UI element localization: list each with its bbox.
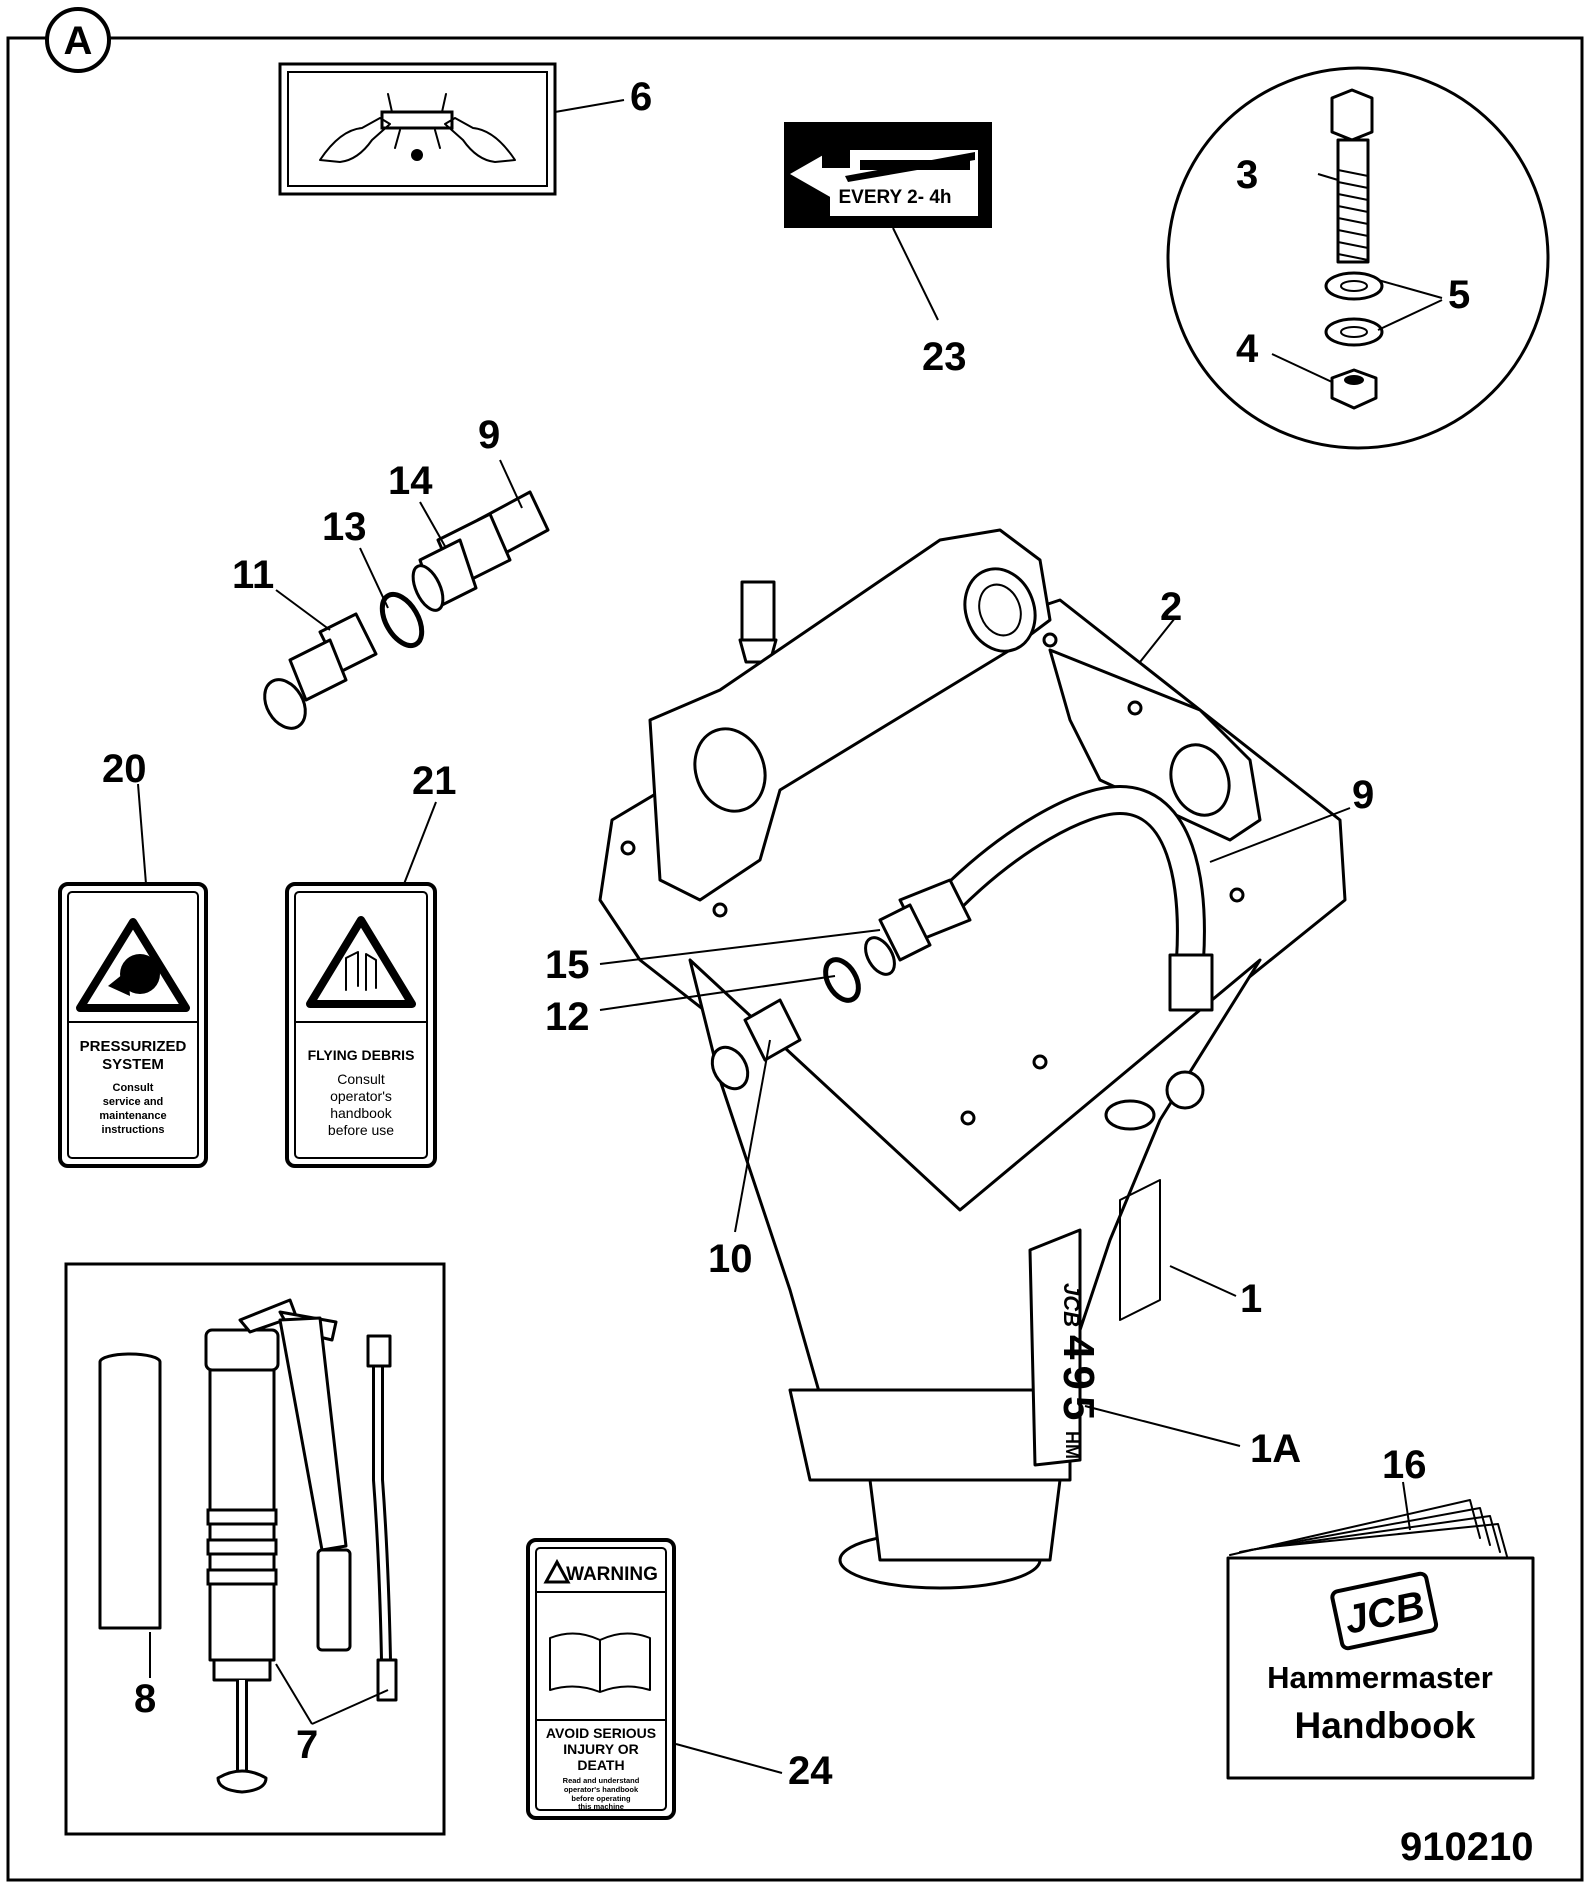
callout-15: 15 bbox=[545, 943, 590, 987]
decal-24-title-1: AVOID SERIOUS bbox=[546, 1725, 656, 1741]
callout-20: 20 bbox=[102, 747, 147, 791]
callout-12: 12 bbox=[545, 995, 590, 1039]
handbook-title-2: Handbook bbox=[1295, 1705, 1476, 1746]
warning-triangle-icon bbox=[543, 1558, 571, 1584]
washer-5b bbox=[1324, 317, 1384, 347]
decal-20-title-2: SYSTEM bbox=[102, 1056, 164, 1073]
decal-21-body-1: Consult bbox=[337, 1071, 385, 1087]
seal-12 bbox=[823, 957, 861, 1003]
decal-24-body-2: operator's handbook bbox=[564, 1785, 639, 1794]
decal-20-body-4: instructions bbox=[102, 1124, 165, 1136]
bolt-3 bbox=[1330, 88, 1374, 142]
callout-3: 3 bbox=[1236, 153, 1258, 197]
decal-21-body-2: operator's bbox=[330, 1088, 392, 1104]
callout-21: 21 bbox=[412, 759, 457, 803]
decal-21-title: FLYING DEBRIS bbox=[308, 1047, 415, 1063]
callout-8: 8 bbox=[134, 1677, 156, 1721]
callout-9-lower: 9 bbox=[1352, 773, 1374, 817]
callout-10: 10 bbox=[708, 1237, 753, 1281]
decal-24-warning: WARNING AVOID SERIOUS INJURY OR DEATH Re… bbox=[526, 1538, 676, 1820]
hammer-body-markings: JCB 495 HM bbox=[1054, 1283, 1103, 1459]
diagram-frame bbox=[6, 36, 1584, 1882]
decal-21-flying-debris: FLYING DEBRIS Consult operator's handboo… bbox=[285, 882, 437, 1168]
callout-7: 7 bbox=[296, 1723, 318, 1767]
seal-13 bbox=[379, 591, 425, 649]
section-marker-label: A bbox=[64, 19, 93, 63]
grease-gun-inset bbox=[64, 1262, 446, 1836]
decal-20-pressurized-system: PRESSURIZED SYSTEM Consult service and m… bbox=[58, 882, 208, 1168]
decal-24-header: WARNING bbox=[566, 1564, 658, 1585]
callout-11: 11 bbox=[232, 553, 274, 597]
handbook-title-1: Hammermaster bbox=[1267, 1660, 1493, 1695]
callout-2: 2 bbox=[1160, 585, 1182, 629]
decal-20-title-1: PRESSURIZED bbox=[80, 1038, 187, 1055]
decal-24-body-4: this machine bbox=[578, 1802, 624, 1811]
callout-23: 23 bbox=[922, 335, 967, 379]
adapter-15 bbox=[878, 903, 932, 962]
callout-1a: 1A bbox=[1250, 1427, 1301, 1471]
decal-20-body-3: maintenance bbox=[99, 1110, 166, 1122]
callout-4: 4 bbox=[1236, 327, 1259, 371]
nut-4 bbox=[1330, 368, 1378, 410]
leader-lines bbox=[137, 99, 1443, 1774]
handbook-16: JCB Hammermaster Handbook bbox=[1226, 1499, 1535, 1780]
book-icon bbox=[549, 1632, 651, 1693]
callout-24: 24 bbox=[788, 1749, 833, 1793]
decal-23-text: EVERY 2- 4h bbox=[839, 187, 952, 208]
drawing-number: 910210 bbox=[1400, 1825, 1533, 1869]
decal-24-body-3: before operating bbox=[571, 1794, 631, 1803]
section-marker: A bbox=[45, 7, 111, 73]
callout-16: 16 bbox=[1382, 1443, 1427, 1487]
decal-6-hands-label bbox=[278, 62, 557, 196]
decal-24-title-2: INJURY OR bbox=[563, 1741, 638, 1757]
breaker-body bbox=[598, 528, 1347, 1590]
decal-21-body-3: handbook bbox=[330, 1105, 393, 1121]
decal-24-body-1: Read and understand bbox=[563, 1776, 640, 1785]
decal-20-body-2: service and bbox=[103, 1096, 164, 1108]
hose-assembly-upper bbox=[263, 424, 778, 730]
hammer-model: 495 bbox=[1054, 1335, 1103, 1426]
washer-5a bbox=[1324, 271, 1384, 301]
decal-23-grease-interval: EVERY 2- 4h bbox=[784, 122, 992, 228]
callout-5: 5 bbox=[1448, 273, 1470, 317]
callout-6: 6 bbox=[630, 75, 652, 119]
callout-13: 13 bbox=[322, 505, 367, 549]
decal-20-body-1: Consult bbox=[113, 1082, 154, 1094]
jcb-logo: JCB bbox=[1330, 1571, 1439, 1651]
check-valve-10 bbox=[743, 998, 802, 1062]
hose-assembly-lower bbox=[710, 784, 1214, 1091]
callout-9-upper: 9 bbox=[478, 413, 500, 457]
callouts: 6 23 3 5 4 9 14 13 11 2 9 20 21 15 12 10… bbox=[102, 75, 1470, 1793]
callout-14: 14 bbox=[388, 459, 433, 503]
decal-21-body-4: before use bbox=[328, 1122, 394, 1138]
decal-24-title-3: DEATH bbox=[577, 1757, 624, 1773]
fastener-inset bbox=[1166, 66, 1550, 450]
callout-1: 1 bbox=[1240, 1277, 1262, 1321]
hammer-brand: JCB bbox=[1059, 1283, 1084, 1327]
hammer-suffix: HM bbox=[1062, 1431, 1082, 1459]
